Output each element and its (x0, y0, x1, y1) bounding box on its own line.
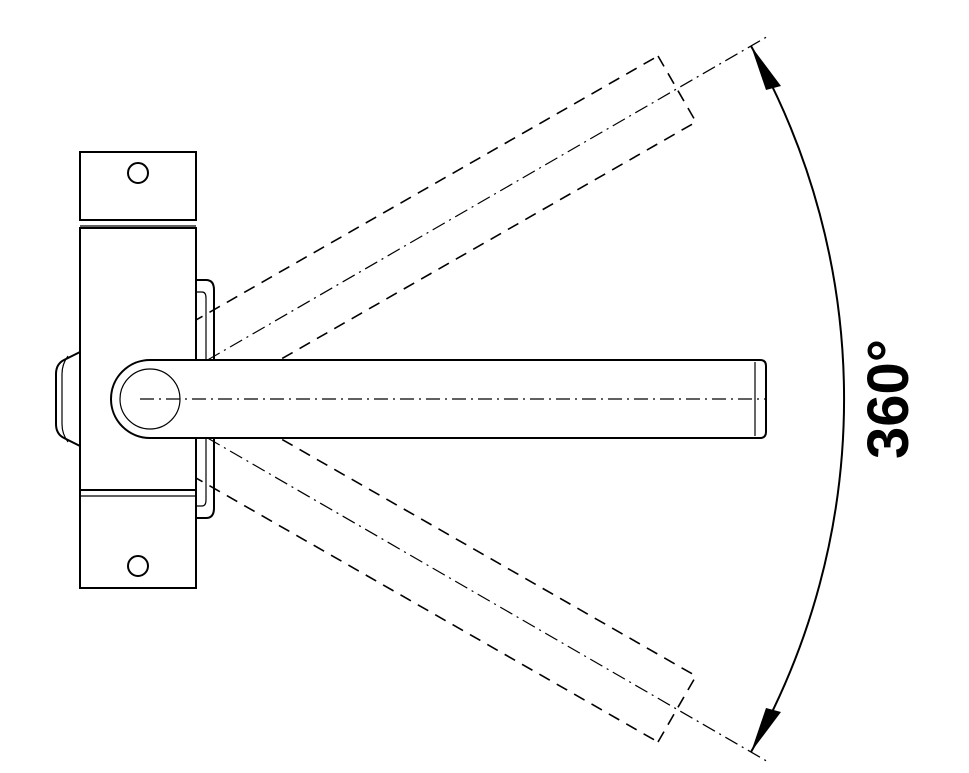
bottom-mounting-hole (127, 555, 149, 577)
spout-lower-rotated-outline (139, 379, 697, 743)
arc-arrow-top (751, 46, 781, 90)
rotation-angle-label: 360° (856, 339, 921, 459)
arc-arrow-bottom (751, 708, 781, 752)
bottom-mounting-block (79, 489, 197, 589)
spout-main (110, 359, 767, 439)
spout-upper-rotated-outline (139, 55, 697, 419)
rotation-arc (750, 45, 846, 753)
top-mounting-hole (127, 162, 149, 184)
upper-centerline (139, 34, 771, 400)
left-knob (55, 351, 81, 447)
lower-centerline (139, 398, 771, 764)
